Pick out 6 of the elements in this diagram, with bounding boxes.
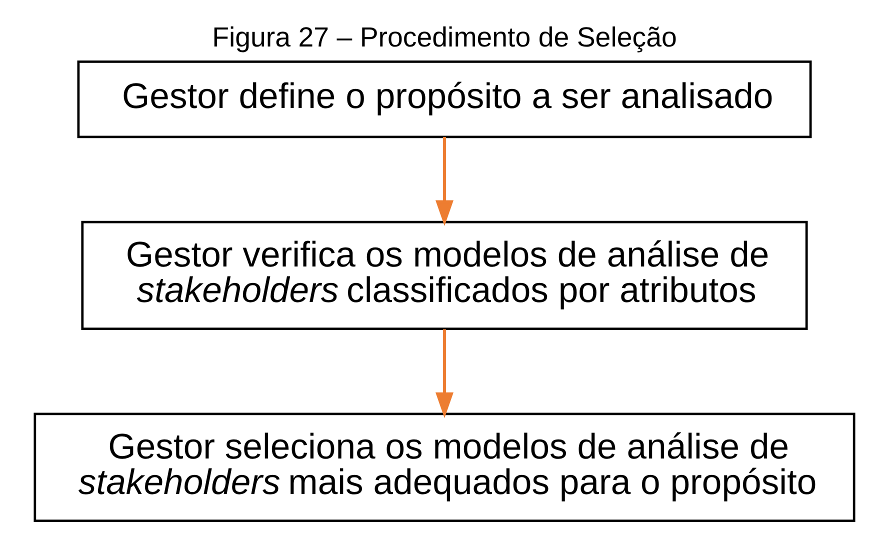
arrow [434, 329, 454, 418]
node-box: Gestor verifica os modelos de análise de stakeholders classificados por atributos [80, 220, 808, 330]
arrow [434, 136, 454, 226]
node-box: Gestor seleciona os modelos de análise de stakeholders mais adequados para o propósito [33, 412, 855, 522]
diagram-title: Figura 27 – Procedimento de Seleção [212, 21, 676, 52]
node-box: Gestor define o propósito a ser analisado [76, 60, 812, 138]
